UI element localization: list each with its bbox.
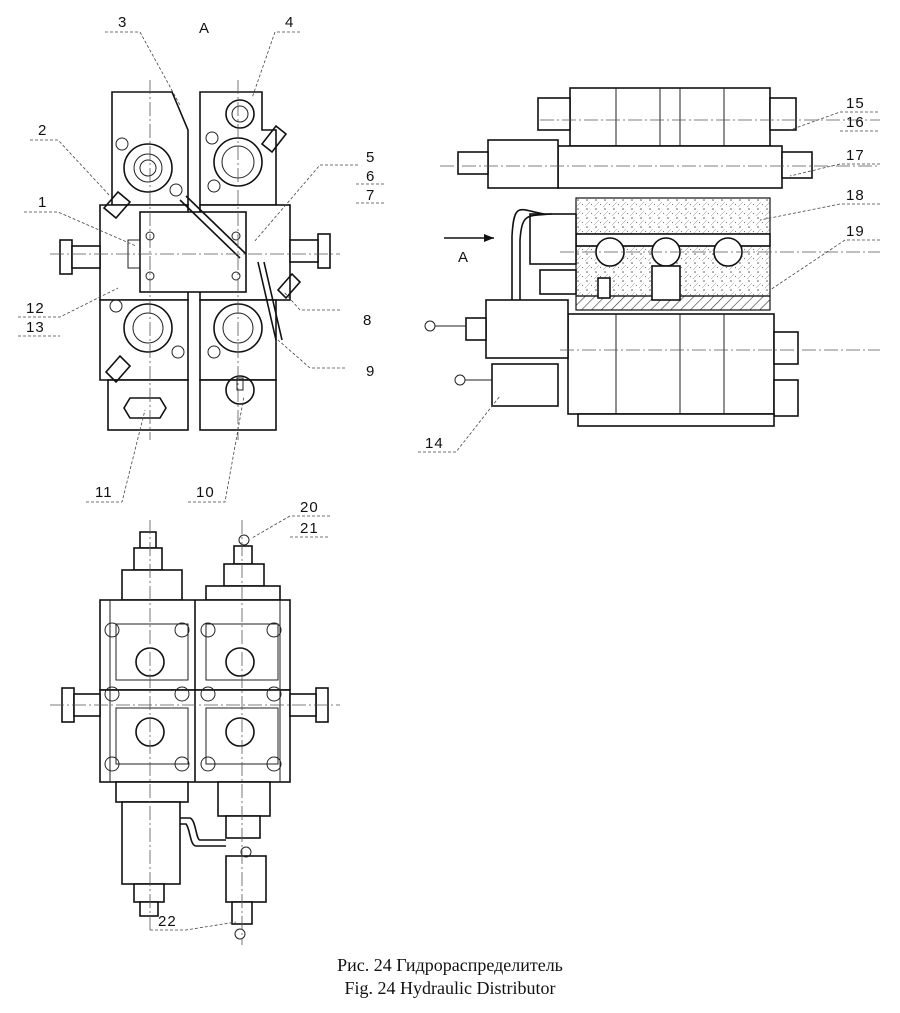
callout-7: 7 — [366, 187, 375, 204]
figure-caption-en: Fig. 24 Hydraulic Distributor — [344, 978, 556, 998]
view-arrow-label: A — [458, 249, 469, 266]
callout-6: 6 — [366, 168, 375, 185]
callout-10: 10 — [196, 484, 215, 501]
callout-numbers: 1 2 3 4 5 6 7 8 9 10 11 12 13 14 15 16 1… — [26, 14, 865, 930]
callout-5: 5 — [366, 149, 375, 166]
callout-1: 1 — [38, 194, 47, 211]
view-section: A — [424, 87, 880, 427]
callout-leaders — [18, 31, 880, 931]
callout-14: 14 — [425, 435, 444, 452]
callout-16: 16 — [846, 114, 865, 131]
callout-18: 18 — [846, 187, 865, 204]
view-a-mark: A — [199, 20, 210, 37]
callout-12: 12 — [26, 300, 45, 317]
callout-4: 4 — [285, 14, 294, 31]
callout-19: 19 — [846, 223, 865, 240]
callout-15: 15 — [846, 95, 865, 112]
callout-22: 22 — [158, 913, 177, 930]
view-a: A — [50, 20, 340, 440]
callout-8: 8 — [363, 312, 372, 329]
callout-17: 17 — [846, 147, 865, 164]
callout-13: 13 — [26, 319, 45, 336]
callout-2: 2 — [38, 122, 47, 139]
callout-9: 9 — [366, 363, 375, 380]
callout-20: 20 — [300, 499, 319, 516]
callout-3: 3 — [118, 14, 127, 31]
view-bottom — [50, 520, 340, 945]
callout-11: 11 — [95, 484, 113, 501]
figure-caption-ru: Рис. 24 Гидрораспределитель — [337, 955, 563, 975]
callout-21: 21 — [300, 520, 319, 537]
